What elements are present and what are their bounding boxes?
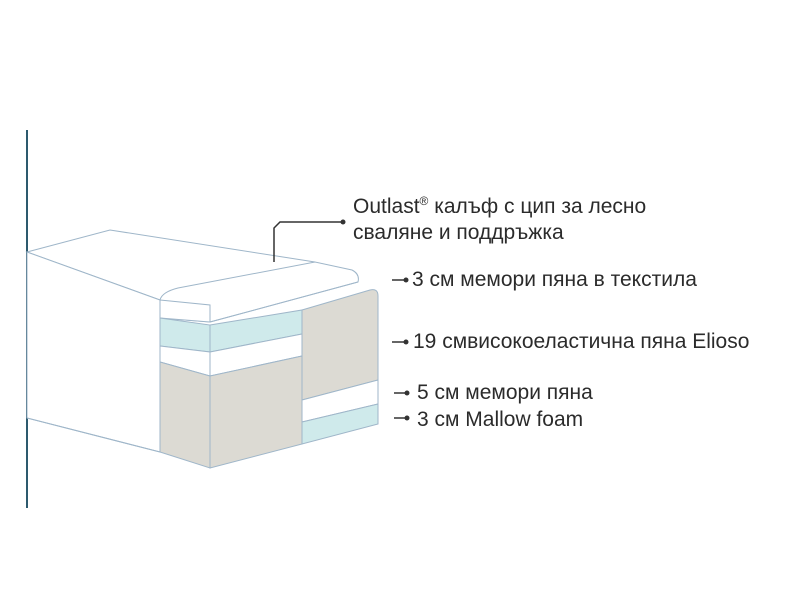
cover-label-line1: Outlast® калъф с цип за лесно	[353, 194, 793, 220]
layer-arrow-3	[394, 390, 410, 396]
front-gray-foam-face	[209, 355, 303, 469]
layer-label-mallow-foam: 3 см Mallow foam	[417, 408, 584, 431]
layer-arrow-4	[394, 415, 410, 421]
front-white-band-top	[159, 299, 211, 323]
side-gray-foam	[301, 289, 379, 401]
cover-label-rest: калъф с цип за лесно	[428, 195, 647, 218]
cover-brand: Outlast	[353, 195, 420, 218]
cover-leader-dot	[340, 219, 346, 225]
cover-label-line2: сваляне и поддръжка	[353, 221, 564, 244]
cover-label: Outlast® калъф с цип за лесно сваляне и …	[353, 194, 793, 246]
side-mint-band	[301, 403, 379, 445]
layer-label-memory-textile: 3 см мемори пяна в текстила	[412, 268, 697, 291]
layer-label-elioso-foam: 19 смвисокоеластична пяна Elioso	[413, 330, 750, 353]
layer-arrow-1	[392, 277, 409, 283]
layer-arrow-2	[392, 339, 409, 345]
registered-mark: ®	[419, 194, 429, 208]
cover-leader-line	[273, 221, 343, 262]
front-gray-foam-left	[159, 361, 211, 469]
layer-label-memory-foam: 5 см мемори пяна	[417, 381, 593, 404]
